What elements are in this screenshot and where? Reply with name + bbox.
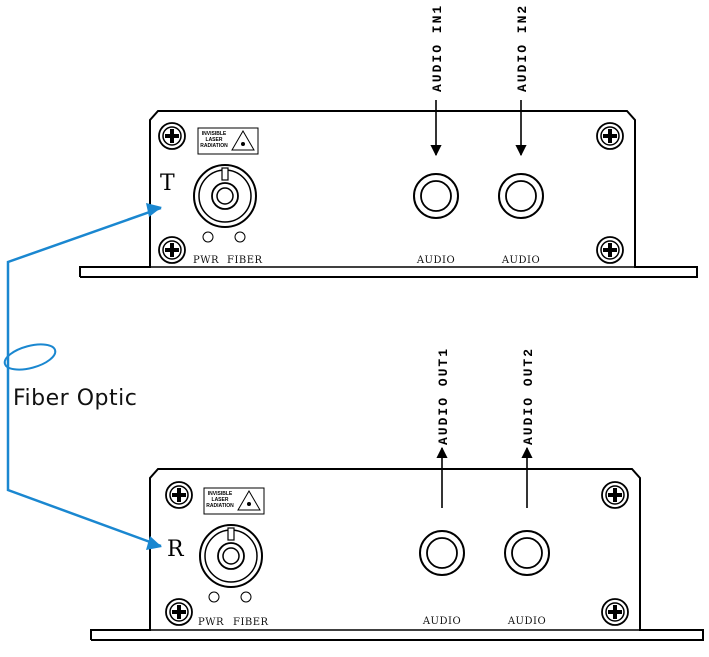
audio-in2-label: AUDIO IN2 — [515, 4, 530, 92]
fiber-led-icon — [234, 231, 246, 243]
audio-out2-label: AUDIO OUT2 — [521, 347, 536, 445]
laser-warning-label: INVISIBLE LASER RADIATION — [203, 487, 265, 515]
audio-label-2: AUDIO — [507, 616, 546, 627]
warning-line-3: RADIATION — [200, 143, 228, 149]
warning-line-2: LASER — [212, 497, 229, 503]
screw-icon — [158, 236, 186, 264]
audio-jack-icon — [498, 173, 544, 219]
transmitter-unit: INVISIBLE LASER RADIATION T PWR FIBER AU… — [79, 4, 698, 278]
screw-icon — [165, 598, 193, 626]
receiver-mark: R — [167, 537, 185, 562]
pwr-label: PWR — [198, 617, 224, 628]
warning-line-1: INVISIBLE — [208, 491, 233, 497]
fiber-connector-port — [199, 524, 263, 588]
audio-jack-icon — [413, 173, 459, 219]
fiber-optic-label: Fiber Optic — [13, 386, 137, 411]
laser-hazard-icon — [237, 490, 261, 511]
fiber-label: FIBER — [233, 617, 269, 628]
audio-jack-icon — [504, 530, 550, 576]
screw-icon — [596, 122, 624, 150]
receiver-unit: INVISIBLE LASER RADIATION R PWR FIBER AU… — [90, 347, 704, 641]
laser-hazard-icon — [231, 130, 255, 151]
cable-arrowhead-top — [146, 203, 162, 217]
screw-icon — [601, 598, 629, 626]
pwr-led-icon — [208, 591, 220, 603]
audio-in1-label: AUDIO IN1 — [430, 4, 445, 92]
audio-label-1: AUDIO — [422, 616, 461, 627]
audio-jack-icon — [419, 530, 465, 576]
fiber-connector-port — [193, 164, 257, 228]
pwr-label: PWR — [193, 255, 219, 266]
warning-line-2: LASER — [206, 137, 223, 143]
audio-out1-label: AUDIO OUT1 — [436, 347, 451, 445]
screw-icon — [601, 481, 629, 509]
cable-line — [6, 206, 162, 548]
fiber-label: FIBER — [227, 255, 263, 266]
screw-icon — [158, 122, 186, 150]
audio-label-1: AUDIO — [416, 255, 455, 266]
cable-arrowhead-bottom — [146, 536, 162, 550]
fiber-optic-cable: Fiber Optic — [3, 203, 162, 550]
pwr-led-icon — [202, 231, 214, 243]
warning-line-3: RADIATION — [206, 503, 234, 509]
audio-label-2: AUDIO — [501, 255, 540, 266]
screw-icon — [596, 236, 624, 264]
laser-warning-label: INVISIBLE LASER RADIATION — [197, 127, 259, 155]
transmitter-mark: T — [160, 171, 175, 196]
fiber-led-icon — [240, 591, 252, 603]
cable-bundle-loop — [3, 343, 57, 371]
warning-line-1: INVISIBLE — [202, 131, 227, 137]
screw-icon — [165, 481, 193, 509]
